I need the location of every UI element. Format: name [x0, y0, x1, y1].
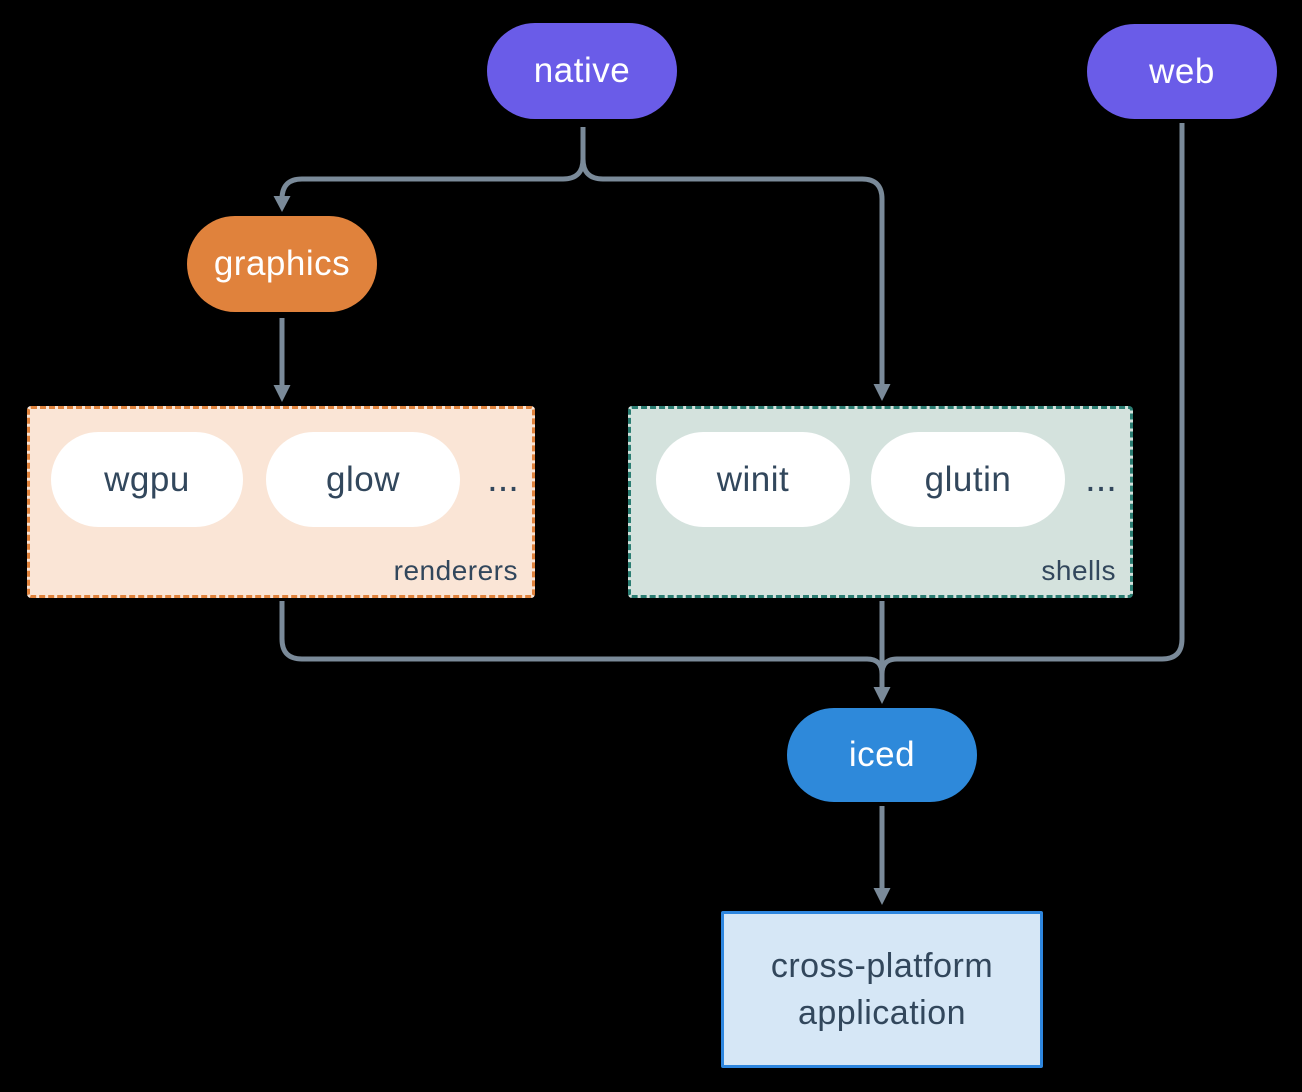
node-iced-label: iced: [848, 735, 916, 774]
node-native: native: [487, 23, 677, 119]
node-web-label: web: [1149, 51, 1215, 91]
node-wgpu: wgpu: [51, 432, 243, 527]
node-graphics-label: graphics: [213, 244, 351, 283]
node-cross-platform-application: cross-platform application: [721, 911, 1043, 1068]
node-winit: winit: [656, 432, 850, 527]
node-wgpu-label: wgpu: [104, 459, 190, 499]
arrowhead-app: [873, 888, 891, 905]
edge-renderers-iced: [279, 601, 885, 675]
node-glow: glow: [266, 432, 460, 527]
app-label-line1: cross-platform: [770, 946, 994, 985]
node-winit-label: winit: [716, 459, 790, 499]
group-shells: winit glutin ... shells: [628, 406, 1133, 598]
group-renderers: wgpu glow ... renderers: [27, 406, 535, 598]
edge-native-shells: [580, 127, 885, 384]
arrowhead-graphics: [273, 196, 291, 212]
node-iced: iced: [787, 708, 977, 802]
arrowhead-shells: [873, 384, 891, 401]
renderers-ellipsis: ...: [487, 458, 519, 500]
shells-group-label: shells: [1041, 555, 1116, 586]
node-web: web: [1087, 24, 1277, 119]
edge-native-graphics: [279, 127, 586, 200]
app-label-line2: application: [797, 993, 967, 1032]
node-graphics: graphics: [187, 216, 377, 312]
shells-ellipsis: ...: [1085, 458, 1117, 500]
node-glutin-label: glutin: [924, 459, 1012, 499]
arrowhead-iced: [873, 687, 891, 704]
node-glutin: glutin: [871, 432, 1065, 527]
node-native-label: native: [533, 51, 631, 90]
arrowhead-renderers: [273, 385, 291, 402]
renderers-group-label: renderers: [393, 555, 518, 586]
node-glow-label: glow: [326, 459, 400, 499]
